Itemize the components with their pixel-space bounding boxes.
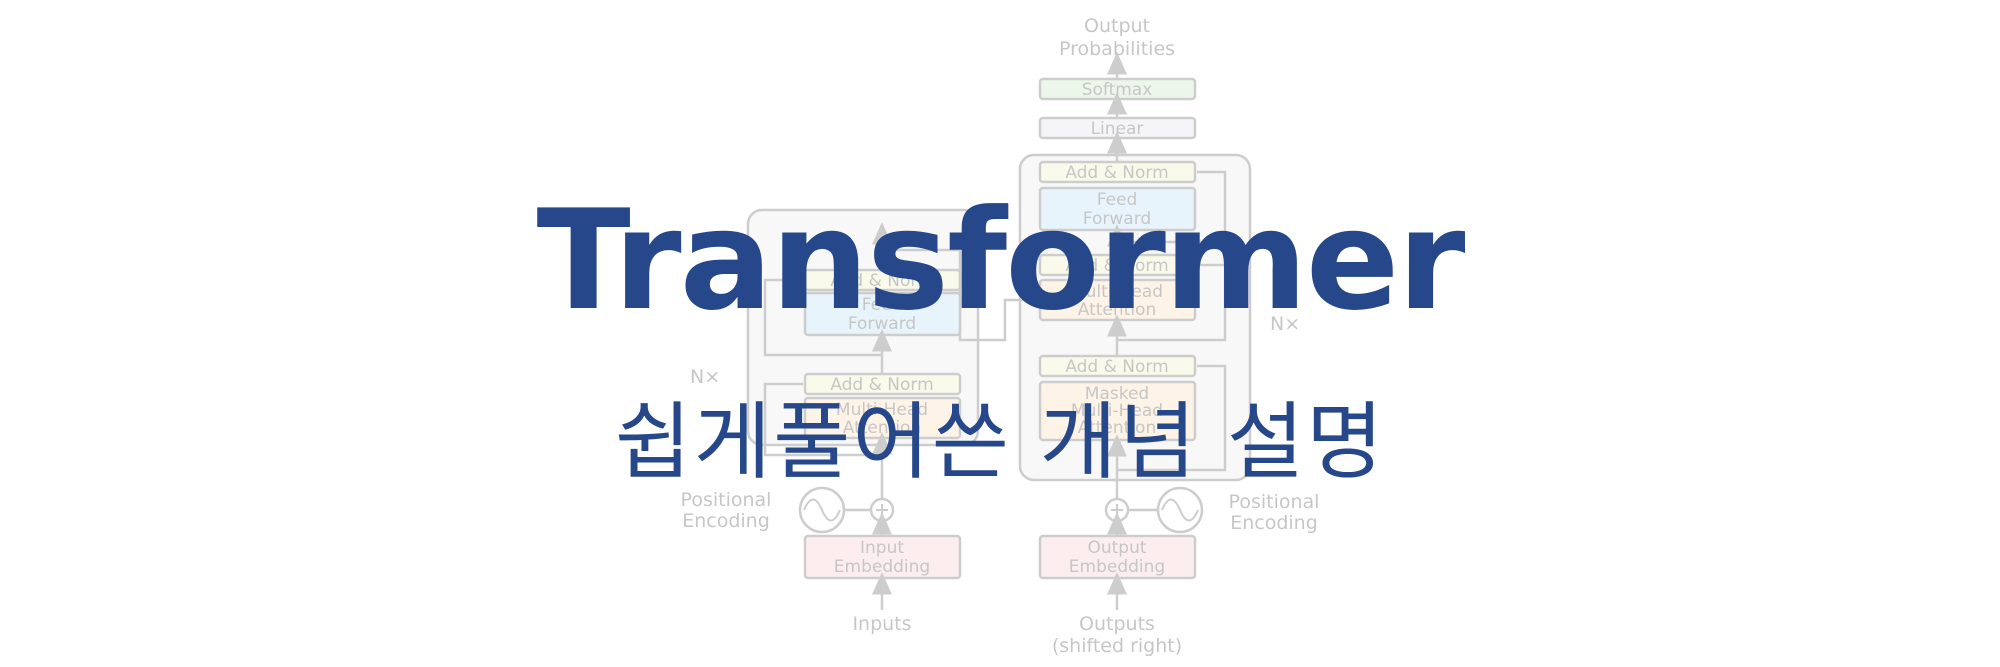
softmax-label: Softmax xyxy=(1082,80,1153,100)
page-subtitle: 쉽게풀어쓴 개념 설명 xyxy=(614,393,1386,491)
encoder-add-norm-top-label: Add & Norm xyxy=(830,271,933,291)
decoder-stack xyxy=(1018,153,1252,482)
decoder-feed-label-1: Feed xyxy=(1097,190,1138,210)
decoder-positional-label-1: Positional xyxy=(1229,491,1320,513)
decoder-sine-circle xyxy=(1156,486,1204,534)
encoder-add-norm-bottom-label: Add & Norm xyxy=(830,375,933,395)
decoder-feed-label-2: Forward xyxy=(1083,209,1151,229)
input-embedding-label-1: Input xyxy=(860,538,904,558)
decoder-attention-label-2: Attention xyxy=(1078,300,1156,320)
output-probabilities-label-2: Probabilities xyxy=(1059,38,1175,60)
encoder-feed-label-1: Feed xyxy=(862,295,903,315)
masked-label-2: Multi-Head xyxy=(1071,401,1163,421)
decoder-add-norm-bottom-label: Add & Norm xyxy=(1065,357,1168,377)
page-title: Transformer xyxy=(536,180,1466,341)
encoder-attention-label-2: Attention xyxy=(843,418,921,438)
encoder-stack xyxy=(746,208,980,447)
outputs-label-1: Outputs xyxy=(1079,613,1155,635)
outputs-label-2: (shifted right) xyxy=(1052,635,1182,657)
decoder-add-norm-top-label: Add & Norm xyxy=(1065,163,1168,183)
output-embedding-label-1: Output xyxy=(1087,538,1146,558)
encoder-positional-label-2: Encoding xyxy=(682,510,770,532)
decoder-nx-label: N× xyxy=(1270,313,1300,335)
decoder-positional-label-2: Encoding xyxy=(1230,512,1318,534)
encoder-positional-label-1: Positional xyxy=(681,489,772,511)
decoder-attention-label-1: Multi-Head xyxy=(1071,282,1163,302)
flow-arrows xyxy=(872,52,1127,610)
encoder-feed-label-2: Forward xyxy=(848,314,916,334)
encoder-nx-label: N× xyxy=(690,366,720,388)
masked-label-3: Attention xyxy=(1078,418,1156,438)
encoder-attention-label-1: Multi-Head xyxy=(836,400,928,420)
output-embedding-label-2: Embedding xyxy=(1069,557,1165,577)
encoder-add-norm-bottom xyxy=(803,372,962,396)
encoder-add-norm-top xyxy=(803,268,962,292)
decoder-add-norm-mid xyxy=(1038,253,1197,277)
decoder-add-norm-mid-label: Add & Norm xyxy=(1065,256,1168,276)
decoder-add-norm-bottom xyxy=(1038,354,1197,378)
input-embedding-label-2: Embedding xyxy=(834,557,930,577)
residual-connections xyxy=(763,170,1227,472)
encoder-sine-circle xyxy=(798,486,846,534)
masked-label-1: Masked xyxy=(1085,384,1149,404)
linear-label: Linear xyxy=(1091,119,1144,139)
decoder-add-norm-top xyxy=(1038,160,1197,184)
output-probabilities-label-1: Output xyxy=(1084,15,1150,37)
inputs-label: Inputs xyxy=(852,613,911,635)
